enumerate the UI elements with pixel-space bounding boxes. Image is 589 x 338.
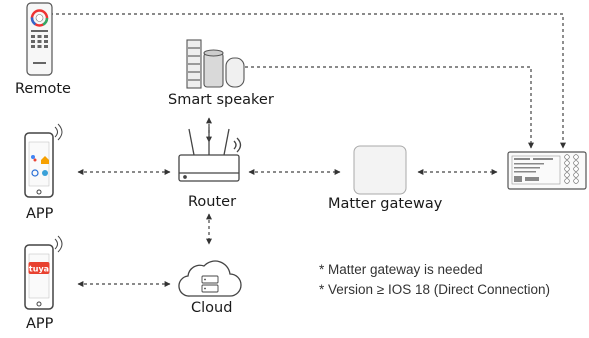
note-ios-version: * Version ≥ IOS 18 (Direct Connection) <box>319 282 551 297</box>
connector-lines <box>50 13 566 287</box>
router-icon <box>178 127 242 182</box>
remote-label: Remote <box>15 81 71 97</box>
note-gateway-needed: * Matter gateway is needed <box>319 262 483 277</box>
matter-gateway-icon <box>353 145 407 195</box>
phone-tuya-icon <box>24 235 63 310</box>
speaker-to-controller-line <box>245 66 534 149</box>
cloud-label: Cloud <box>191 300 233 316</box>
smart-speaker-icon <box>186 39 245 89</box>
smart-speaker-label: Smart speaker <box>168 92 274 108</box>
app-label-top: APP <box>26 206 54 222</box>
tuya-logo-text: tuya <box>29 265 49 274</box>
phone-assistant-icon <box>24 123 63 198</box>
cloud-icon <box>178 260 242 297</box>
matter-gateway-label: Matter gateway <box>328 196 443 212</box>
remote-icon <box>26 2 53 76</box>
remote-to-controller-line <box>50 13 566 149</box>
controller-icon <box>507 151 587 190</box>
router-label: Router <box>188 194 237 210</box>
app-label-bottom: APP <box>26 316 54 332</box>
